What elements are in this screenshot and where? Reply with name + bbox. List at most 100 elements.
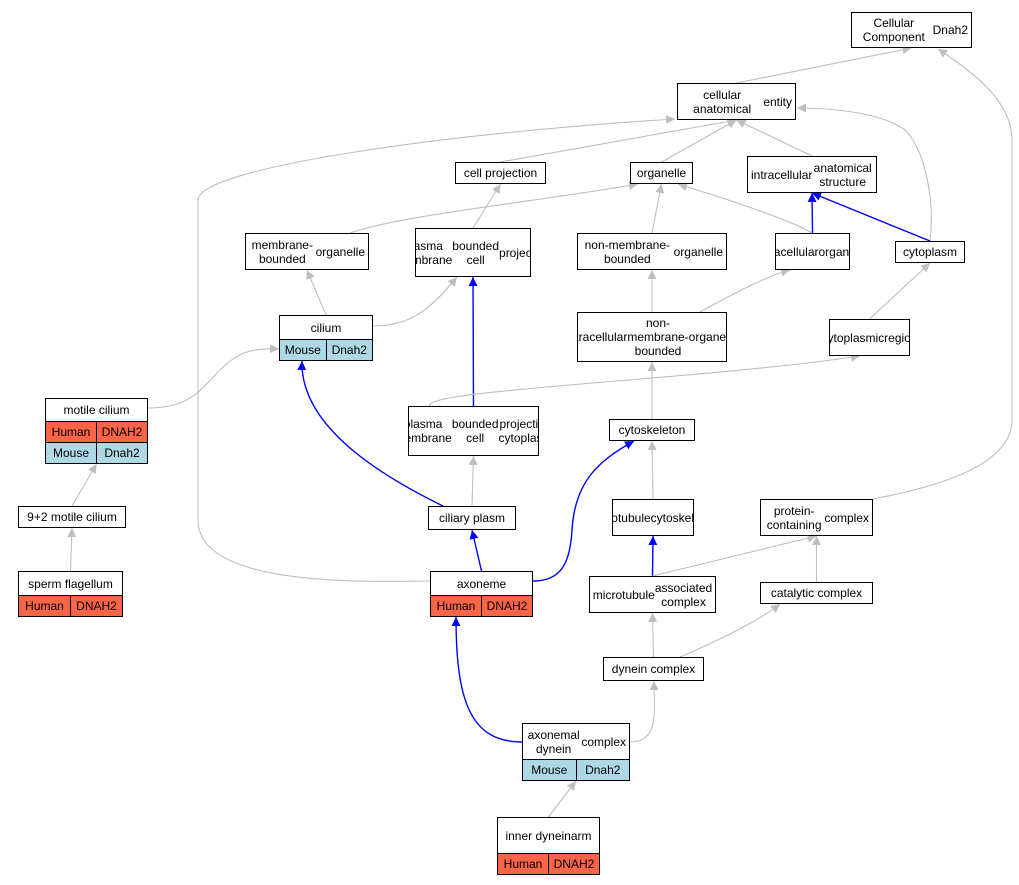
go-term-label-line: intracellular bbox=[775, 244, 819, 259]
go-term-label-line: non-membrane-bounded bbox=[627, 316, 689, 358]
gene-cell: DNAH2 bbox=[96, 422, 147, 442]
go-term-label-line: Dnah2 bbox=[932, 23, 968, 37]
go-term-node-dynein[interactable]: dynein complex bbox=[603, 657, 704, 681]
go-term-label-line: bounded cell bbox=[451, 417, 499, 445]
go-term-label-line: organelle bbox=[636, 166, 687, 180]
edge-cyto-to-ias bbox=[811, 192, 931, 242]
go-term-label-line: projection cytoplasm bbox=[498, 417, 539, 445]
gene-cell: DNAH2 bbox=[548, 854, 599, 874]
go-term-node-cellproj[interactable]: cell projection bbox=[455, 162, 546, 184]
edge-cellproj-to-cae bbox=[500, 117, 737, 163]
go-term-label-line: cilium bbox=[310, 320, 342, 335]
go-term-label-line: complex bbox=[581, 734, 626, 749]
gene-cell: Dnah2 bbox=[325, 340, 373, 360]
edge-pmbcpc-to-pmbcp bbox=[468, 276, 478, 407]
go-term-node-cae[interactable]: cellular anatomical entity bbox=[677, 83, 796, 120]
go-term-label: sperm flagellum bbox=[19, 572, 122, 595]
go-term-node-cytosk[interactable]: cytoskeleton bbox=[609, 419, 695, 441]
go-term-label-line: protein-containing bbox=[766, 503, 822, 532]
go-term-label-line: entity bbox=[763, 94, 792, 109]
go-term-label-line: projection bbox=[499, 245, 530, 260]
go-term-label-line: cytoplasmic bbox=[830, 330, 885, 345]
go-term-label: cytoplasm bbox=[896, 242, 964, 262]
species-cell: Human bbox=[51, 425, 91, 439]
edge-pmbcpc-to-cytoreg bbox=[429, 352, 861, 407]
edge-io-to-ias bbox=[807, 192, 817, 234]
go-term-label-line: 9+2 motile cilium bbox=[27, 510, 117, 524]
edge-dynein-to-catalytic bbox=[679, 603, 781, 658]
edge-mbo-to-organelle bbox=[349, 181, 639, 234]
edge-cytoreg-to-cyto bbox=[869, 262, 931, 320]
species-cell: Mouse bbox=[531, 763, 568, 777]
go-term-label: cellular anatomical entity bbox=[678, 84, 795, 119]
edge-axoneme-to-ciliary bbox=[469, 529, 483, 572]
go-term-label-line: dynein complex bbox=[611, 662, 696, 676]
go-term-label: microtubulecytoskeleton bbox=[613, 500, 693, 535]
go-term-label-line: complex bbox=[824, 510, 869, 525]
go-term-label-line: non-membrane-bounded bbox=[584, 237, 670, 266]
edge-ida-to-adc bbox=[548, 780, 577, 818]
go-term-label: cell projection bbox=[456, 163, 545, 183]
go-term-label-line: membrane-bounded bbox=[251, 237, 313, 266]
go-term-node-cyto[interactable]: cytoplasm bbox=[895, 241, 965, 263]
go-term-node-organelle[interactable]: organelle bbox=[630, 162, 693, 184]
go-term-label: ciliary plasm bbox=[429, 507, 515, 529]
edge-nineplus2-to-motile bbox=[71, 463, 97, 507]
go-term-node-catalytic[interactable]: catalytic complex bbox=[760, 582, 873, 604]
edge-pcc-to-root bbox=[872, 48, 1013, 500]
go-term-label: catalytic complex bbox=[761, 583, 872, 603]
go-term-label: intracellularorganelle bbox=[776, 234, 849, 269]
go-term-label-line: intracellular bbox=[578, 330, 628, 344]
go-term-node-cytoreg[interactable]: cytoplasmicregion bbox=[829, 319, 910, 356]
edge-mtac-to-pcc bbox=[652, 533, 817, 577]
go-term-label-line: cell projection bbox=[463, 166, 538, 180]
go-term-node-inmbo[interactable]: intracellularnon-membrane-boundedorganel… bbox=[577, 312, 727, 362]
go-term-node-io[interactable]: intracellularorganelle bbox=[775, 233, 850, 270]
edge-cilium-to-mbo bbox=[306, 269, 327, 316]
go-term-node-ciliary[interactable]: ciliary plasm bbox=[428, 506, 516, 530]
go-term-label-line: organelle bbox=[673, 244, 723, 259]
edge-mtcyto-to-cytosk bbox=[647, 440, 657, 500]
annotation-row: Human DNAH2 bbox=[46, 421, 147, 442]
gene-cell: DNAH2 bbox=[481, 596, 532, 616]
go-term-label: motile cilium bbox=[46, 399, 147, 421]
go-term-node-nineplus2[interactable]: 9+2 motile cilium bbox=[18, 506, 126, 528]
edge-adc-to-dynein bbox=[629, 680, 659, 743]
go-term-label-line: organelle bbox=[315, 244, 365, 259]
edge-dynein-to-mtac bbox=[648, 612, 658, 658]
species-cell: Mouse bbox=[284, 343, 321, 357]
go-term-label-line: microtubule bbox=[613, 510, 651, 525]
annotation-row: Mouse Dnah2 bbox=[280, 339, 372, 360]
go-term-node-mtcyto[interactable]: microtubulecytoskeleton bbox=[612, 499, 694, 536]
edge-cae-to-root bbox=[736, 45, 912, 84]
go-term-label-line: sperm flagellum bbox=[28, 576, 113, 591]
go-term-label-line: cellular anatomical bbox=[693, 87, 752, 116]
gene-cell: Dnah2 bbox=[96, 443, 147, 463]
go-term-label-line: organelle bbox=[688, 330, 727, 344]
go-term-label: cytoplasmicregion bbox=[830, 320, 909, 355]
